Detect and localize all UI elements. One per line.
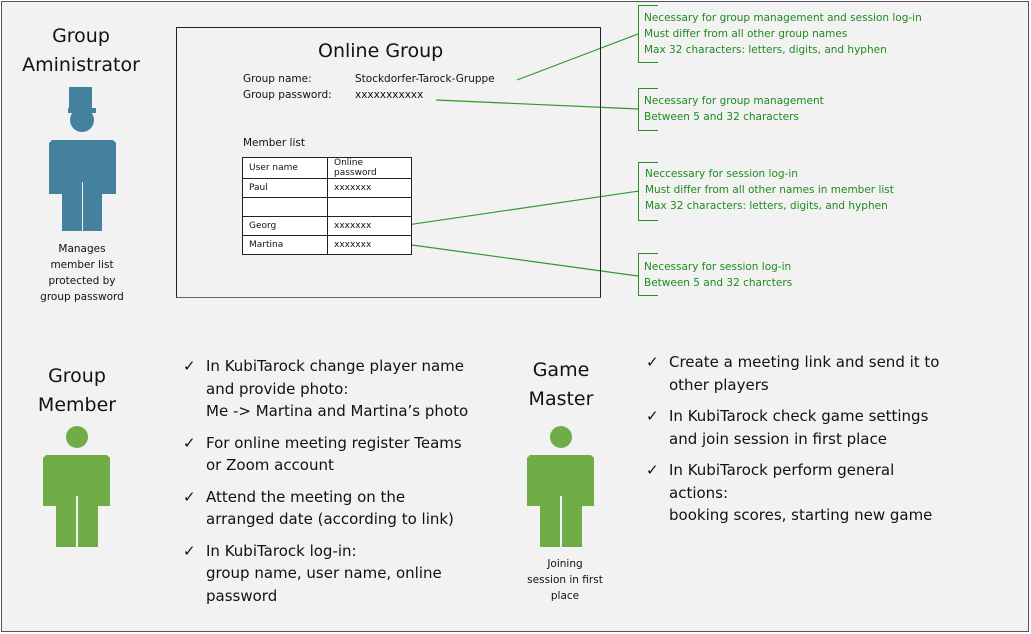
note-bracket [638,253,658,296]
group-password-value: xxxxxxxxxxx [355,89,424,101]
note-group-name: Necessary for group management and sessi… [644,12,922,56]
online-group-title: Online Group [318,40,444,62]
checkmark-icon: ✓ [183,487,196,506]
cell-user: Georg [242,216,328,236]
master-figure-icon [527,426,594,547]
connector-online-password [382,240,639,277]
cell-password: xxxxxxx [327,178,412,198]
checkmark-icon: ✓ [183,433,196,452]
checkmark-icon: ✓ [646,407,659,425]
table-row [242,197,412,217]
cell-user: Martina [242,235,328,255]
online-group-box [176,27,601,298]
note-bracket [638,88,658,131]
connector-group-name [516,33,639,81]
task-item: ✓In KubiTarock log-in:group name, user n… [183,541,442,605]
member-figure-icon [43,426,110,547]
cell-password: xxxxxxx [327,216,412,236]
header-user-name: User name [242,157,328,179]
note-bracket [638,162,658,221]
group-password-label: Group password: [243,89,332,101]
cell-password [327,197,412,217]
note-bracket [638,5,658,63]
checkmark-icon: ✓ [183,541,196,560]
cell-password: xxxxxxx [327,235,412,255]
header-online-password: Online password [327,157,412,179]
member-list-label: Member list [243,137,305,149]
cell-user [242,197,328,217]
admin-figure-icon [49,87,116,231]
checkmark-icon: ✓ [646,461,659,479]
cell-user: Paul [242,178,328,198]
group-name-value: Stockdorfer-Tarock-Gruppe [355,73,495,85]
connector-group-password [435,99,639,110]
checkmark-icon: ✓ [183,357,196,375]
checkmark-icon: ✓ [646,353,659,371]
group-name-label: Group name: [243,73,312,85]
